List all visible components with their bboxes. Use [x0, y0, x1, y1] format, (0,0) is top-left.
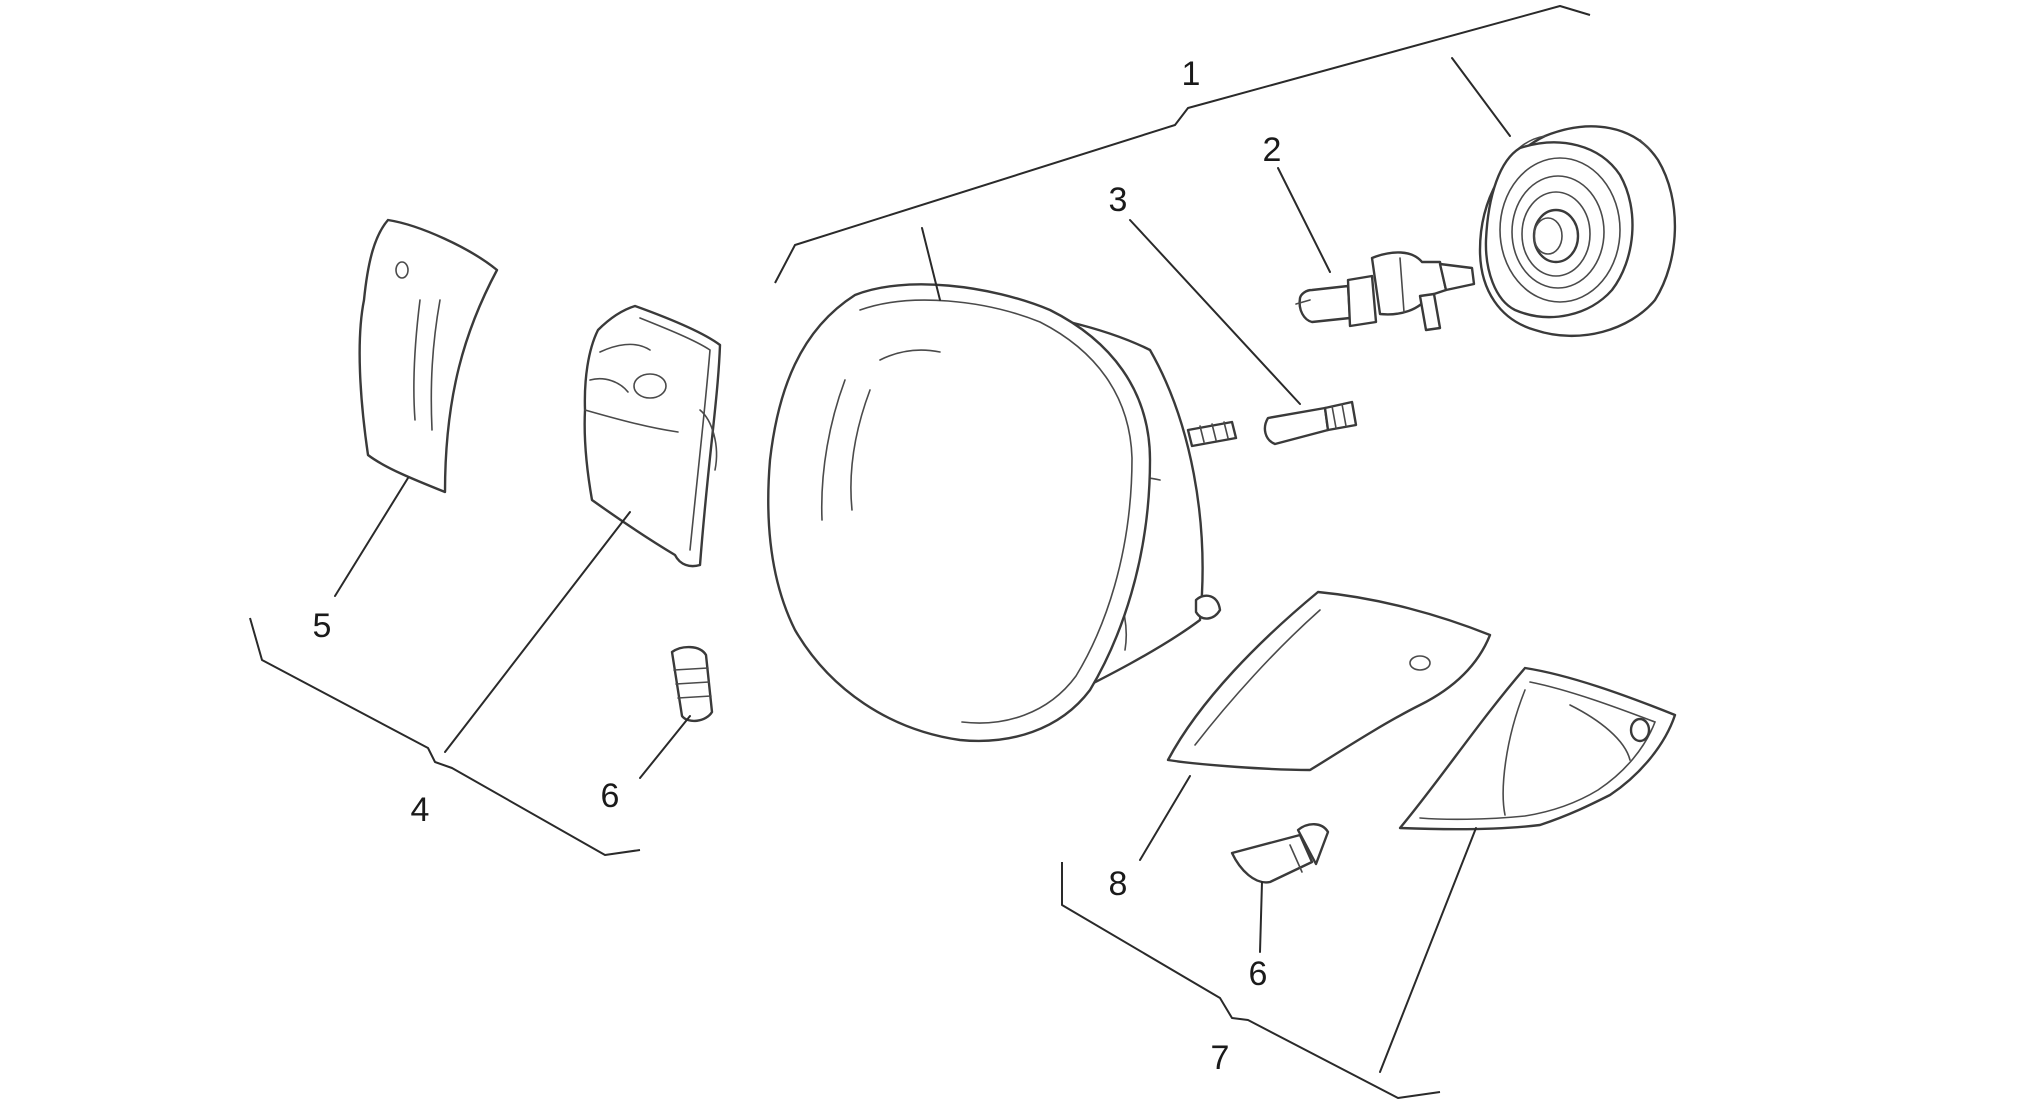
bulb-right — [1230, 823, 1330, 884]
leader-line-1a — [921, 227, 941, 301]
leader-line-4 — [444, 511, 631, 753]
callout-6-left: 6 — [601, 777, 620, 815]
bulb-left — [670, 645, 714, 723]
callout-4: 4 — [411, 791, 430, 829]
leader-line-3 — [1129, 219, 1301, 405]
bracket-assembly-7 — [1061, 862, 1441, 1099]
turn-signal-lens-right — [1166, 590, 1492, 772]
halogen-bulb — [1295, 251, 1476, 332]
headlight-back-cover — [1478, 125, 1677, 338]
turn-signal-lens-left — [358, 218, 499, 494]
headlight-unit — [767, 283, 1238, 743]
pilot-bulb — [1263, 400, 1358, 446]
turn-signal-housing-right — [1398, 666, 1677, 831]
turn-signal-housing-left — [583, 304, 722, 568]
leader-line-2 — [1277, 167, 1331, 273]
callout-2: 2 — [1263, 131, 1282, 169]
bracket-assembly-4 — [249, 617, 641, 856]
leader-line-6a — [639, 715, 691, 779]
bracket-assembly-1 — [774, 5, 1591, 284]
callout-6-right: 6 — [1249, 955, 1268, 993]
leader-line-8 — [1139, 775, 1191, 861]
callout-3: 3 — [1109, 181, 1128, 219]
leader-line-1b — [1451, 57, 1511, 137]
callout-7: 7 — [1211, 1039, 1230, 1077]
callout-8: 8 — [1109, 865, 1128, 903]
callout-1: 1 — [1182, 55, 1201, 93]
leader-line-5 — [334, 477, 409, 597]
callout-5: 5 — [313, 607, 332, 645]
leader-line-7 — [1379, 827, 1477, 1073]
leader-line-6b — [1259, 881, 1263, 953]
